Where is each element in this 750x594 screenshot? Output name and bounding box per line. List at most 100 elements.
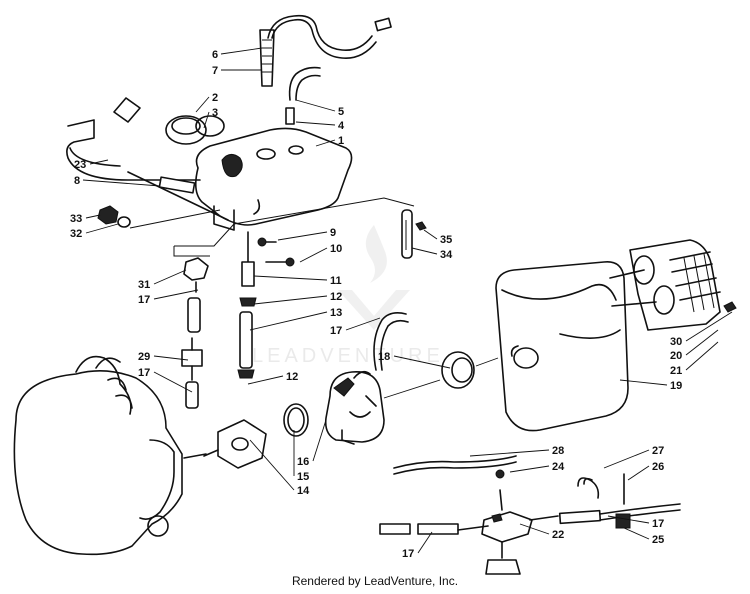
nut-washer [97, 205, 131, 228]
check-valve [577, 473, 631, 529]
callout-c12b: 12 [286, 371, 298, 383]
fuel-pump [481, 469, 533, 575]
callout-c2: 2 [212, 92, 218, 104]
leader-line-c34 [411, 247, 438, 255]
leader-line-c17b [345, 317, 381, 331]
spark-plug-cap-assembly [259, 14, 392, 87]
leader-line-c3 [203, 111, 210, 129]
intake-clamp [283, 403, 309, 437]
leader-line-c12a [253, 295, 328, 305]
carb-fuel-hose [373, 312, 409, 371]
leader-line-c31 [153, 269, 187, 285]
leader-line-c30 [685, 311, 733, 342]
leader-line-c1 [315, 139, 336, 147]
pump-hoses [379, 455, 681, 535]
fuel-cap [165, 115, 225, 145]
leader-line-c2 [195, 96, 210, 113]
callout-c13: 13 [330, 307, 342, 319]
callout-c34: 34 [440, 249, 453, 261]
callout-c23: 23 [74, 159, 86, 171]
callout-c33: 33 [70, 213, 82, 225]
leader-line-c35 [423, 229, 438, 240]
callout-c17a: 17 [138, 294, 150, 306]
leader-line-c9 [277, 231, 328, 241]
callout-c17e: 17 [402, 548, 414, 560]
callout-c16: 16 [297, 456, 309, 468]
callout-c31: 31 [138, 279, 150, 291]
callout-c1: 1 [338, 135, 344, 147]
callout-c20: 20 [670, 350, 682, 362]
leader-line-c29 [153, 355, 189, 361]
engine [13, 355, 207, 556]
leader-line-c17c [153, 371, 193, 393]
fuel-line-center [237, 231, 257, 379]
callout-c29: 29 [138, 351, 150, 363]
callout-c22: 22 [552, 529, 564, 541]
callout-c7: 7 [212, 65, 218, 77]
leader-line-c5 [295, 99, 336, 112]
leader-line-c16 [312, 419, 327, 462]
callout-c4: 4 [338, 120, 345, 132]
leader-line-c25 [623, 527, 650, 540]
leadventure-watermark: LEADVENTURE [252, 225, 444, 367]
callout-c30: 30 [670, 336, 682, 348]
leader-line-c20 [685, 329, 719, 356]
callout-c18: 18 [378, 351, 390, 363]
leader-line-c18 [393, 355, 451, 369]
gas-tank [194, 127, 353, 231]
watermark-text: LEADVENTURE [252, 345, 444, 367]
leader-line-c24 [509, 465, 550, 473]
leader-line-c14 [249, 439, 295, 491]
callout-c35: 35 [440, 234, 452, 246]
leader-line-c27 [603, 449, 650, 469]
leader-line-c32 [85, 223, 119, 234]
leader-line-c26 [627, 465, 650, 481]
intake-flange [203, 419, 267, 469]
callout-c28: 28 [552, 445, 564, 457]
decal [113, 97, 141, 123]
leader-line-c22 [519, 523, 550, 535]
leader-line-c17e [417, 531, 433, 554]
callout-c17b: 17 [330, 325, 342, 337]
leader-line-c13 [249, 311, 328, 331]
leader-lines [82, 47, 733, 554]
leader-line-c11 [253, 275, 328, 281]
fuel-line-left [181, 257, 209, 409]
footer-credit: Rendered by LeadVenture, Inc. [291, 574, 459, 588]
callout-c26: 26 [652, 461, 664, 473]
callout-c24: 24 [552, 461, 565, 473]
callout-c9: 9 [330, 227, 336, 239]
bracket-outline [129, 197, 415, 257]
leader-line-c6 [220, 47, 263, 55]
axis-line [383, 357, 499, 399]
leader-line-c17d [607, 515, 650, 524]
callout-c17c: 17 [138, 367, 150, 379]
fuel-hose-top [285, 66, 321, 125]
leader-line-c19 [619, 379, 668, 386]
leader-line-c8 [82, 179, 161, 187]
leader-line-c12b [247, 375, 284, 385]
leader-line-c28 [469, 449, 550, 457]
callout-c8: 8 [74, 175, 80, 187]
callout-c12a: 12 [330, 291, 342, 303]
intake-silencer [609, 239, 737, 331]
bolt-9-10 [257, 237, 295, 267]
strap-34 [401, 209, 427, 259]
airbox [495, 261, 629, 432]
leader-line-c23 [89, 159, 109, 165]
callout-c19: 19 [670, 380, 682, 392]
callout-c10: 10 [330, 243, 342, 255]
leader-line-c10 [299, 247, 328, 263]
callout-c25: 25 [652, 534, 664, 546]
callout-c5: 5 [338, 106, 344, 118]
callout-c11: 11 [330, 275, 342, 287]
leader-line-c21 [685, 341, 719, 371]
callout-c17d: 17 [652, 518, 664, 530]
carburetor [324, 370, 385, 445]
callout-c32: 32 [70, 228, 82, 240]
callout-c6: 6 [212, 49, 218, 61]
leader-line-c33 [85, 214, 101, 219]
callout-c21: 21 [670, 365, 682, 377]
callout-c15: 15 [297, 471, 309, 483]
